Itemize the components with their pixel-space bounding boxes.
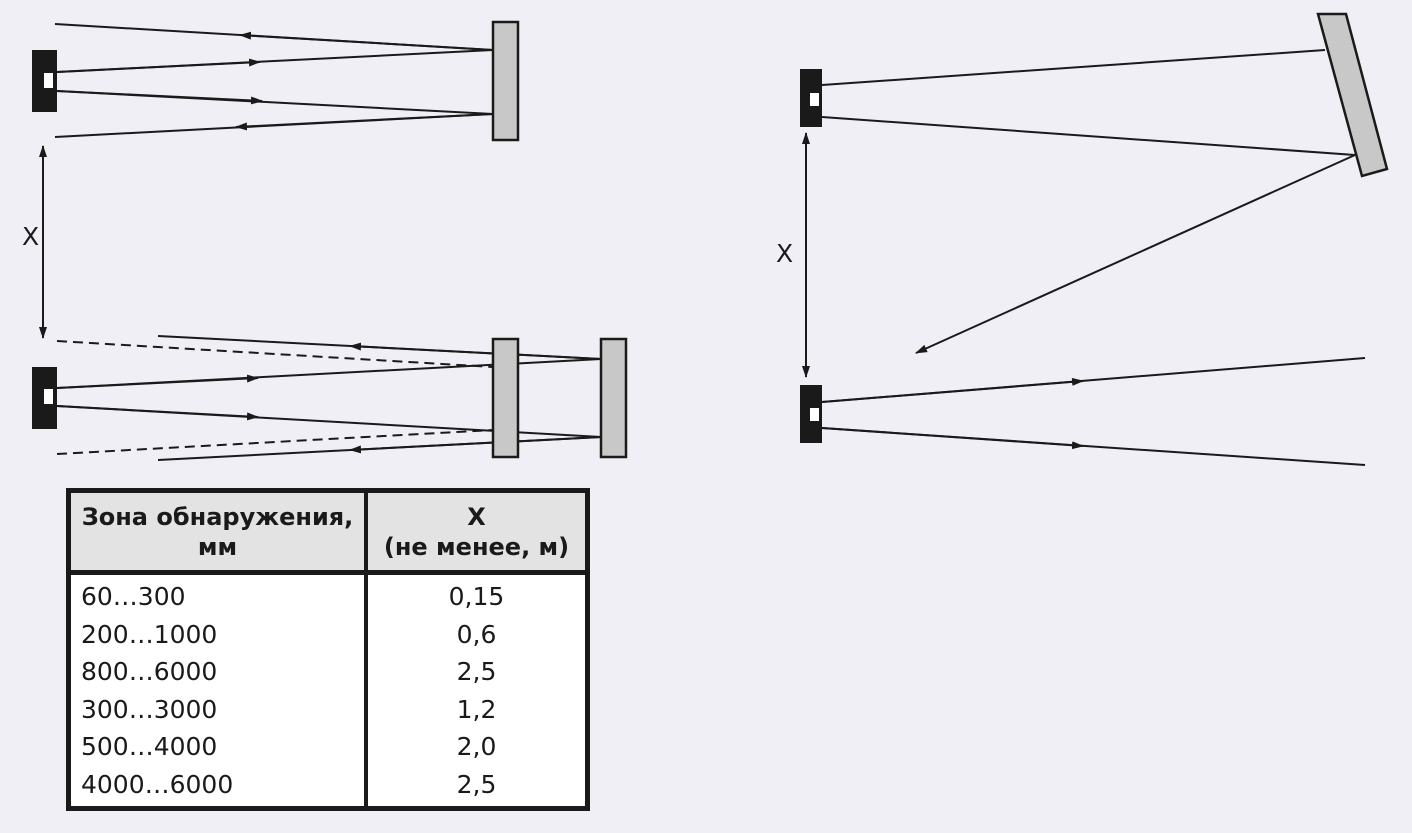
- detection-zone-table: Зона обнаружения, мм X (не менее, м) 60……: [66, 488, 590, 811]
- table-cell-x: 2,5: [456, 657, 497, 686]
- sensor-bottom-left: [32, 367, 57, 429]
- table-cell-zone: 200…1000: [81, 619, 218, 649]
- distance-label-right: X: [776, 239, 793, 268]
- table-cell-zone: 300…3000: [81, 694, 218, 724]
- header-detection-zone: Зона обнаружения, мм: [71, 493, 368, 570]
- column-min-distance: 0,15 0,6 2,5 1,2 2,0 2,5: [368, 575, 585, 806]
- sensor-bottom-right: [800, 385, 822, 443]
- sensor-top-left: [32, 50, 57, 112]
- table-cell-x: 2,5: [456, 769, 497, 799]
- distance-label-left: X: [22, 222, 39, 251]
- reflector-far-bottom: [599, 337, 628, 459]
- header-min-distance: X (не менее, м): [383, 502, 570, 561]
- table-cell-zone: 60…300: [81, 582, 186, 611]
- table-header: Зона обнаружения, мм X (не менее, м): [71, 493, 585, 575]
- reflector-near-bottom: [491, 337, 520, 459]
- reflector-angled-right: [1316, 12, 1389, 178]
- reflector-top-left: [491, 20, 520, 142]
- table-cell-x: 0,6: [456, 619, 497, 649]
- table-cell-x: 2,0: [456, 732, 497, 761]
- left-top-assembly: [54, 23, 494, 138]
- table-body: 60…300 200…1000 800…6000 300…3000 500…40…: [71, 575, 585, 806]
- right-assembly: [821, 49, 1366, 466]
- column-detection-zone: 60…300 200…1000 800…6000 300…3000 500…40…: [71, 575, 368, 806]
- table-cell-x: 1,2: [456, 694, 497, 724]
- sensor-top-right: [800, 69, 822, 127]
- table-cell-zone: 800…6000: [81, 657, 218, 686]
- table-cell-zone: 500…4000: [81, 732, 218, 761]
- left-bottom-assembly: [56, 335, 602, 461]
- table-cell-zone: 4000…6000: [81, 769, 234, 799]
- table-cell-x: 0,15: [448, 582, 505, 611]
